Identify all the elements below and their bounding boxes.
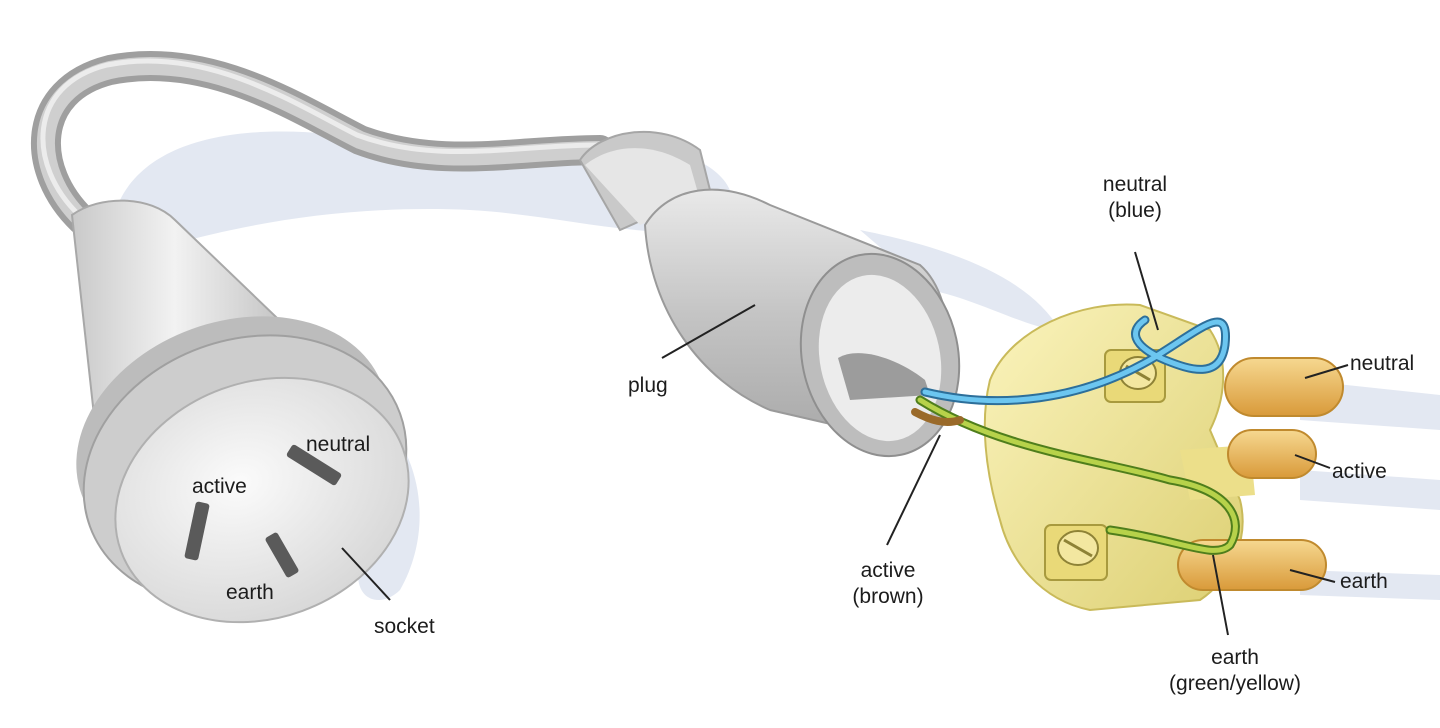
label-wire-earth: earth (green/yellow) [1150, 645, 1320, 697]
label-wire-active-color: (brown) [852, 585, 924, 608]
label-pin-earth: earth [1340, 570, 1388, 593]
label-wire-earth-name: earth [1211, 646, 1259, 669]
leader-lines [341, 251, 1349, 636]
label-socket-earth: earth [226, 581, 274, 604]
label-wire-neutral-color: (blue) [1108, 199, 1162, 222]
label-wire-neutral-name: neutral [1102, 173, 1168, 196]
label-wire-active: active (brown) [838, 558, 938, 610]
socket-earth-slot [265, 532, 299, 578]
label-wire-active-name: active [860, 559, 916, 582]
socket-connector [70, 199, 410, 624]
label-wire-neutral: neutral (blue) [1080, 172, 1190, 224]
label-wire-earth-color: (green/yellow) [1169, 672, 1301, 695]
label-pin-neutral: neutral [1350, 352, 1415, 375]
label-socket-active: active [192, 475, 247, 498]
wires [911, 315, 1240, 555]
label-socket: socket [374, 615, 435, 638]
label-plug: plug [628, 374, 668, 397]
socket-neutral-slot [286, 444, 342, 486]
label-pin-active: active [1332, 460, 1387, 483]
plug-body [578, 130, 961, 458]
pin-neutral [1224, 357, 1344, 417]
label-socket-neutral: neutral [306, 433, 371, 456]
wire-active-brown [911, 408, 964, 426]
pin-active [1227, 429, 1317, 479]
socket-active-slot [184, 501, 210, 561]
